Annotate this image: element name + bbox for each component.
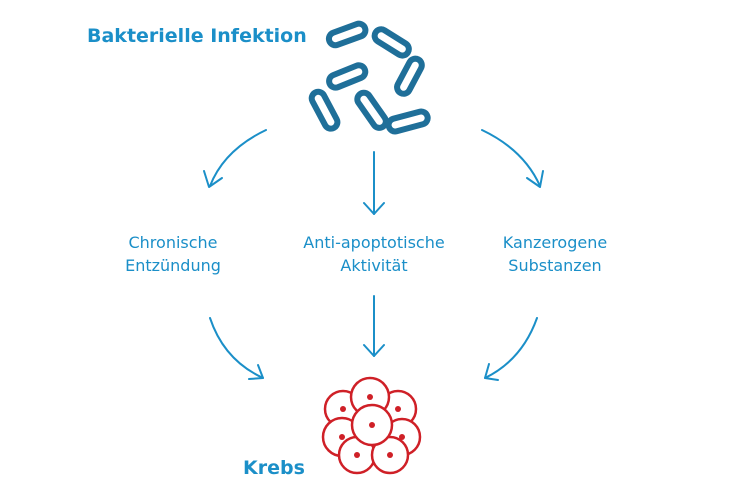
mechanism-line1: Anti-apoptotische [303,233,445,252]
arrow-anti-apoptotic-to-cancer [363,295,385,357]
mechanism-line2: Substanzen [508,256,602,275]
bacteria-icon [308,20,431,135]
mechanism-label-inflammation: Chronische Entzündung [113,231,233,277]
mechanism-line2: Entzündung [125,256,221,275]
arrow-bacteria-to-carcinogens [481,129,544,188]
flow-arrows [203,129,544,381]
arrow-inflammation-to-cancer [209,317,264,380]
arrow-bacteria-to-inflammation [203,129,267,188]
mechanism-line1: Kanzerogene [502,233,608,252]
mechanism-label-anti-apoptotic: Anti-apoptotische Aktivität [290,231,458,277]
target-label: Krebs [243,457,305,479]
mechanism-line1: Chronische [128,233,218,252]
source-label: Bakterielle Infektion [87,25,307,47]
arrow-bacteria-to-anti-apoptotic [363,151,385,215]
cancer-cell-nuclei [339,394,405,458]
arrow-carcinogens-to-cancer [484,317,538,381]
mechanism-line2: Aktivität [340,256,408,275]
mechanism-label-carcinogens: Kanzerogene Substanzen [490,231,620,277]
